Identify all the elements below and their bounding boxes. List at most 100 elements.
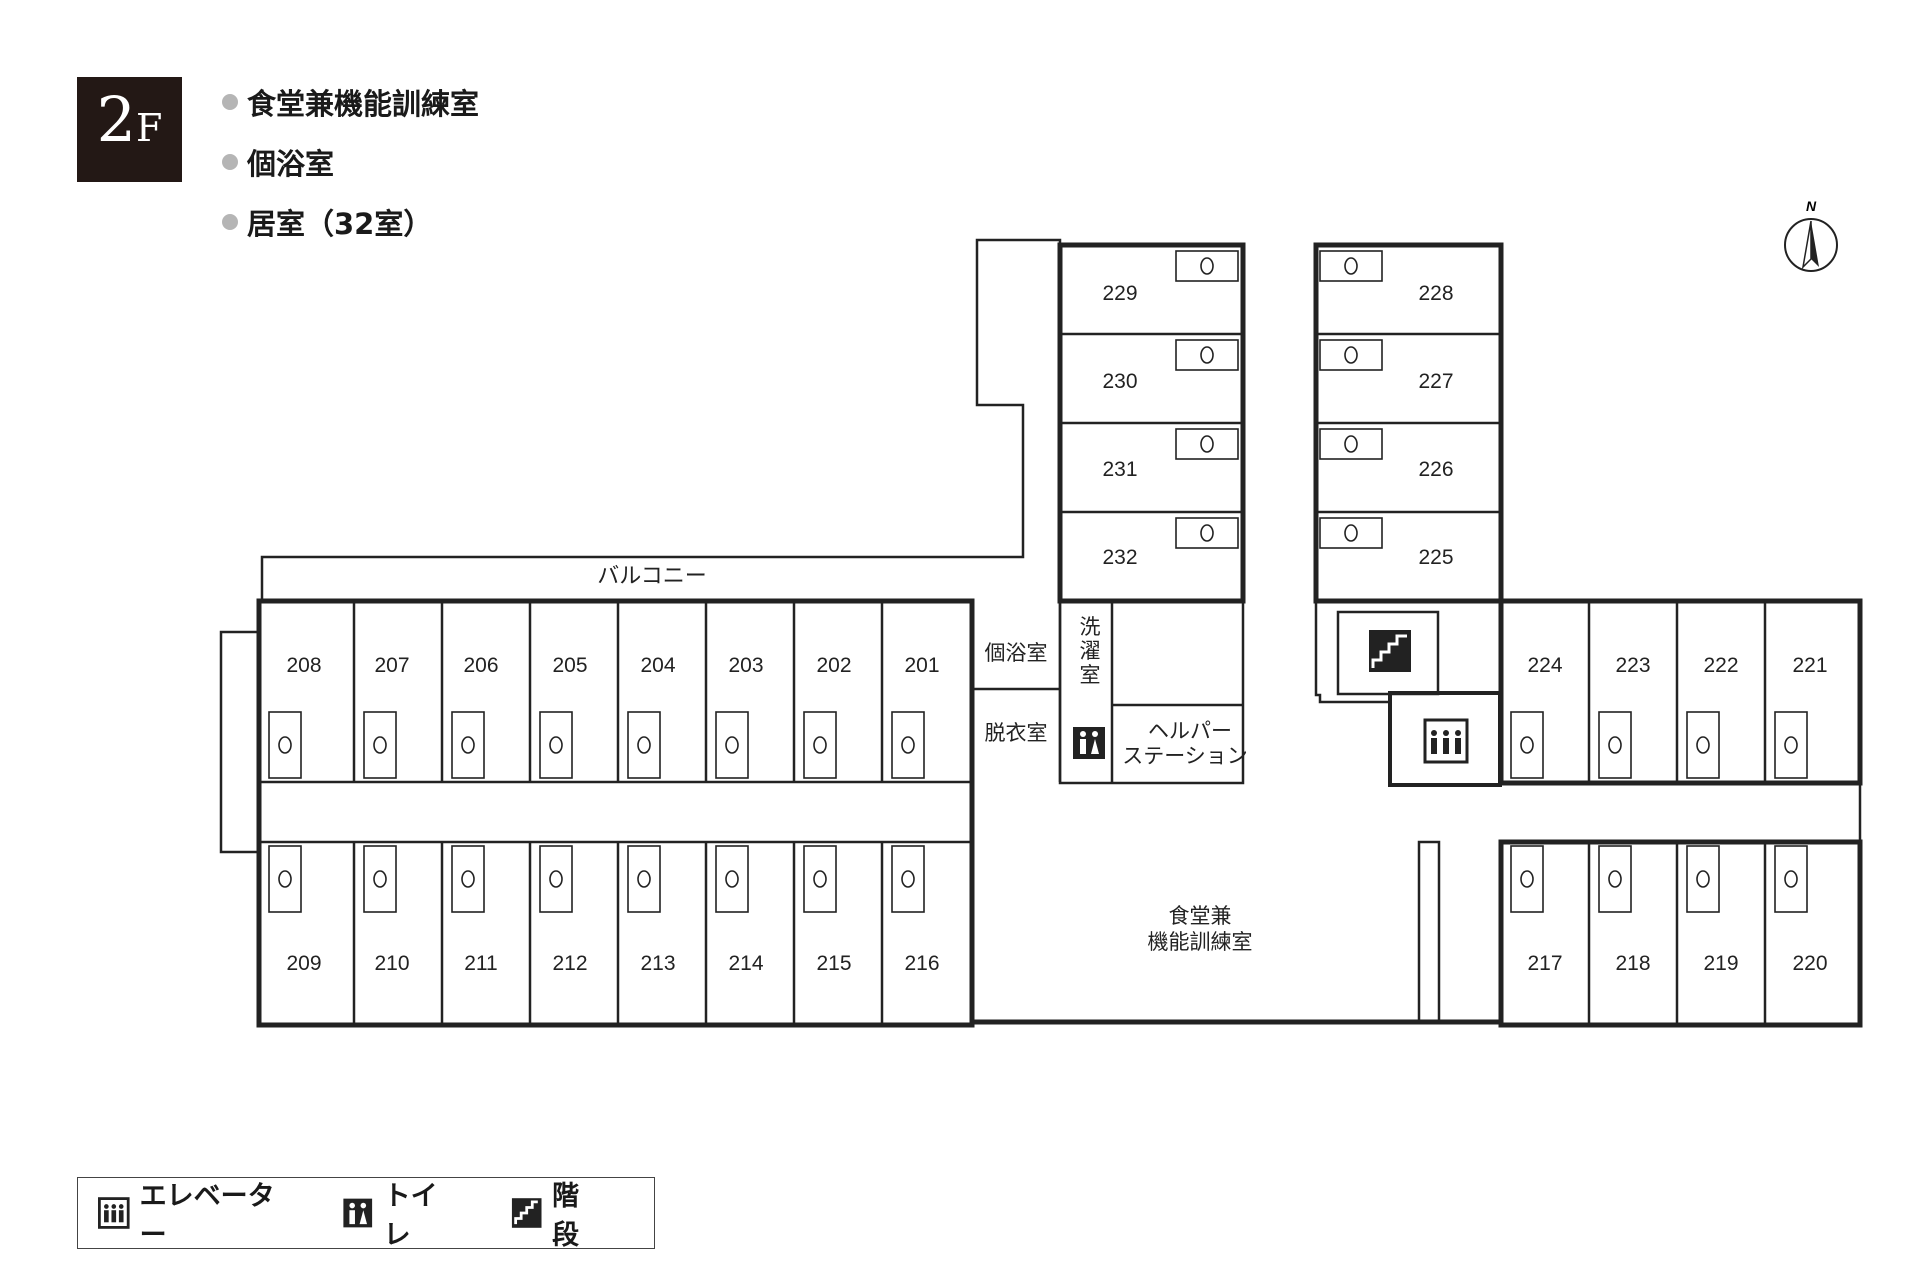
- room-fixture: [1686, 711, 1720, 779]
- elevator-icon: [98, 1197, 130, 1229]
- toilet-fixture: [1784, 736, 1798, 754]
- room-number: 227: [1418, 370, 1453, 393]
- toilet-fixture: [549, 870, 563, 888]
- toilet-fixture: [1200, 435, 1214, 453]
- toilet-fixture: [1200, 257, 1214, 275]
- room-fixture: [627, 845, 661, 913]
- toilet-fixture: [1696, 736, 1710, 754]
- room-fixture: [1510, 711, 1544, 779]
- room-number: 230: [1102, 370, 1137, 393]
- toilet-fixture: [725, 736, 739, 754]
- key-label: トイレ: [383, 1181, 438, 1251]
- room-fixture: [803, 845, 837, 913]
- facility-item: 居室（32室）: [222, 192, 479, 252]
- toilet-fixture: [1344, 524, 1358, 542]
- room-fixture: [1774, 845, 1808, 913]
- toilet-fixture: [637, 736, 651, 754]
- bullet-dot: [222, 154, 238, 170]
- key-item-elevator: エレベーター: [98, 1174, 290, 1252]
- toilet-fixture: [373, 736, 387, 754]
- toilet-fixture: [278, 870, 292, 888]
- room-number: 201: [904, 654, 939, 677]
- laundry-label: 室: [1080, 664, 1101, 687]
- elevator-icon: [1423, 718, 1469, 764]
- room-fixture: [1686, 845, 1720, 913]
- room-number: 224: [1527, 654, 1562, 677]
- room-number: 205: [552, 654, 587, 677]
- key-item-stairs: 階段: [511, 1174, 602, 1252]
- toilet-fixture: [549, 736, 563, 754]
- room-fixture: [1319, 517, 1383, 549]
- room-number: 203: [728, 654, 763, 677]
- room-number: 232: [1102, 546, 1137, 569]
- toilet-icon: [343, 1198, 373, 1228]
- helper-station-label: ヘルパー: [1148, 720, 1232, 743]
- room-fixture: [1319, 339, 1383, 371]
- toilet-fixture: [1344, 435, 1358, 453]
- room-number: 221: [1792, 654, 1827, 677]
- room-number: 206: [463, 654, 498, 677]
- room-fixture: [1175, 517, 1239, 549]
- room-number: 223: [1615, 654, 1650, 677]
- toilet-fixture: [1520, 736, 1534, 754]
- facility-item: 食堂兼機能訓練室: [222, 72, 479, 132]
- room-number: 209: [286, 952, 321, 975]
- helper-station-label: ステーション: [1122, 745, 1248, 768]
- room-number: 225: [1418, 546, 1453, 569]
- toilet-fixture: [1520, 870, 1534, 888]
- room-fixture: [1319, 428, 1383, 460]
- toilet-fixture: [1608, 736, 1622, 754]
- stairs-icon: [1369, 630, 1411, 672]
- room-fixture: [891, 845, 925, 913]
- bullet-dot: [222, 94, 238, 110]
- room-number: 222: [1703, 654, 1738, 677]
- toilet-fixture: [1696, 870, 1710, 888]
- toilet-fixture: [373, 870, 387, 888]
- room-fixture: [539, 845, 573, 913]
- room-number: 226: [1418, 458, 1453, 481]
- floor-badge: 2 F: [77, 77, 182, 182]
- facility-list: 食堂兼機能訓練室 個浴室 居室（32室）: [222, 72, 479, 252]
- room-fixture: [363, 711, 397, 779]
- room-number: 207: [374, 654, 409, 677]
- room-fixture: [1175, 250, 1239, 282]
- room-number: 213: [640, 952, 675, 975]
- dining-room-label: 食堂兼: [1169, 905, 1232, 928]
- room-fixture: [451, 845, 485, 913]
- room-fixture: [891, 711, 925, 779]
- room-fixture: [539, 711, 573, 779]
- toilet-fixture: [901, 870, 915, 888]
- legend-key: エレベーター トイレ 階段: [77, 1174, 655, 1252]
- room-number: 217: [1527, 952, 1562, 975]
- compass-label: N: [1806, 198, 1817, 214]
- toilet-fixture: [1344, 257, 1358, 275]
- facility-label: 居室（32室）: [247, 207, 433, 241]
- room-number: 212: [552, 952, 587, 975]
- room-fixture: [715, 711, 749, 779]
- room-fixture: [715, 845, 749, 913]
- toilet-fixture: [1200, 346, 1214, 364]
- toilet-fixture: [278, 736, 292, 754]
- toilet-fixture: [1608, 870, 1622, 888]
- room-fixture: [803, 711, 837, 779]
- facility-label: 個浴室: [247, 147, 335, 181]
- room-fixture: [1319, 250, 1383, 282]
- toilet-fixture: [725, 870, 739, 888]
- toilet-fixture: [461, 870, 475, 888]
- toilet-fixture: [1784, 870, 1798, 888]
- key-label: エレベーター: [139, 1181, 275, 1251]
- laundry-label: 洗: [1080, 616, 1101, 639]
- room-number: 215: [816, 952, 851, 975]
- room-number: 231: [1102, 458, 1137, 481]
- room-number: 210: [374, 952, 409, 975]
- floor-unit: F: [136, 106, 163, 150]
- room-number: 229: [1102, 282, 1137, 305]
- room-number: 228: [1418, 282, 1453, 305]
- key-label: 階段: [552, 1181, 580, 1251]
- toilet-fixture: [461, 736, 475, 754]
- room-fixture: [1598, 845, 1632, 913]
- facility-item: 個浴室: [222, 132, 479, 192]
- north-compass-icon: N: [1784, 198, 1838, 272]
- private-bath-label: 個浴室: [985, 642, 1048, 665]
